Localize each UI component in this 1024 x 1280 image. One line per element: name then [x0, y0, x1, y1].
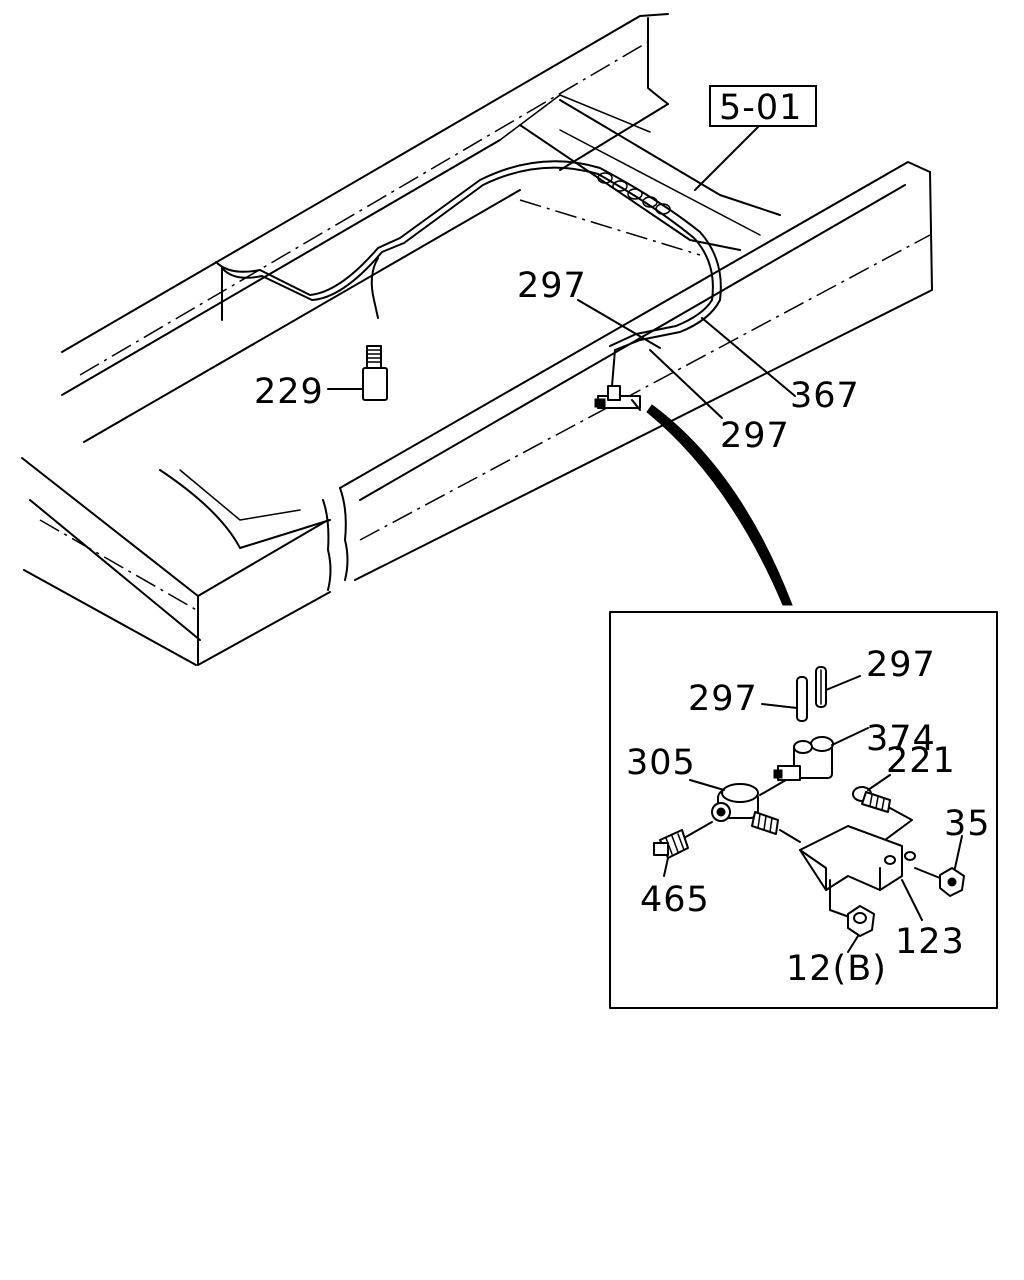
callout-labels: 5-01 229 297 367 297 297 297 374 305 221… [254, 85, 991, 989]
label-297-low: 297 [720, 416, 790, 456]
label-detail-297-right: 297 [866, 645, 936, 685]
brake-pipe-route [215, 160, 722, 351]
label-detail-221: 221 [886, 741, 956, 781]
chassis-frame [21, 13, 933, 666]
label-297-top: 297 [517, 266, 587, 306]
label-detail-35: 35 [944, 804, 991, 844]
label-229: 229 [254, 372, 324, 412]
label-detail-12b: 12(B) [786, 949, 887, 989]
part-229-connector [327, 345, 388, 401]
label-367: 367 [790, 376, 860, 416]
label-ref-5-01: 5-01 [719, 88, 802, 128]
leader-lines-main [577, 124, 796, 419]
label-detail-305: 305 [626, 743, 696, 783]
label-detail-123: 123 [895, 922, 965, 962]
detail-arrow [646, 404, 793, 606]
label-detail-465: 465 [640, 880, 710, 920]
detail-inset [609, 611, 998, 1009]
pipe-joint-small [594, 349, 641, 411]
ref-box [709, 85, 817, 127]
label-detail-297-left: 297 [688, 679, 758, 719]
label-detail-374: 374 [866, 719, 936, 759]
